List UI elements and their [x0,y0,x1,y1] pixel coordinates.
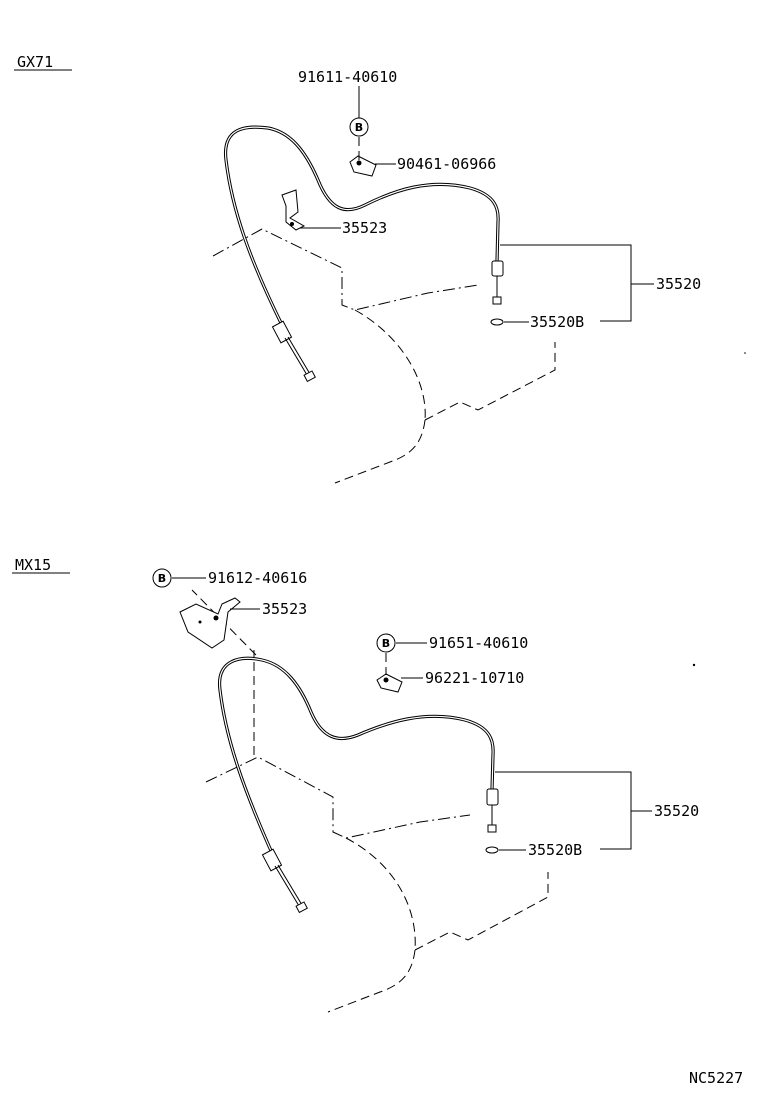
leader-cable-assembly [500,244,654,322]
transmission-outline [212,228,556,484]
bolt-marker: B [349,86,369,160]
section-mx15: MX15 [12,556,699,1013]
leader-cable-assembly [495,771,652,850]
oring-part [485,846,499,854]
label-bracket: 35523 [262,600,307,618]
label-bolt-clamp: 91651-40610 [429,634,528,652]
oring-part [490,318,504,326]
section-gx71: GX71 [14,53,701,484]
label-bolt-bracket: 91612-40616 [208,569,307,587]
cable-end-upper [491,260,504,305]
label-cable-assembly: 35520 [654,802,699,820]
model-label-mx15: MX15 [15,556,51,574]
accelerator-cable [224,125,500,327]
clamp-part [376,673,403,693]
stray-dot [692,663,696,667]
stray-dot [744,352,746,354]
diagram-code: NC5227 [689,1069,743,1087]
model-label-gx71: GX71 [17,53,53,71]
label-oring: 35520B [528,841,582,859]
cable-end-upper [486,788,499,833]
cable-end-lower [271,320,316,383]
clamp-part [349,155,377,177]
bracket-part [179,597,241,649]
label-clamp: 96221-10710 [425,669,524,687]
cable-end-lower [261,848,308,914]
label-bracket: 35523 [342,219,387,237]
label-bolt: 91611-40610 [298,68,397,86]
label-clamp: 90461-06966 [397,155,496,173]
accelerator-cable [218,656,495,855]
transmission-outline [191,589,549,1013]
label-oring: 35520B [530,313,584,331]
bolt-clamp-marker-letter: B [382,637,390,650]
bracket-part [281,189,306,231]
bolt-bracket-marker: B [152,568,172,588]
bolt-clamp-marker: B [376,633,396,675]
label-cable-assembly: 35520 [656,275,701,293]
bolt-marker-letter: B [355,121,363,134]
bolt-bracket-marker-letter: B [158,572,166,585]
